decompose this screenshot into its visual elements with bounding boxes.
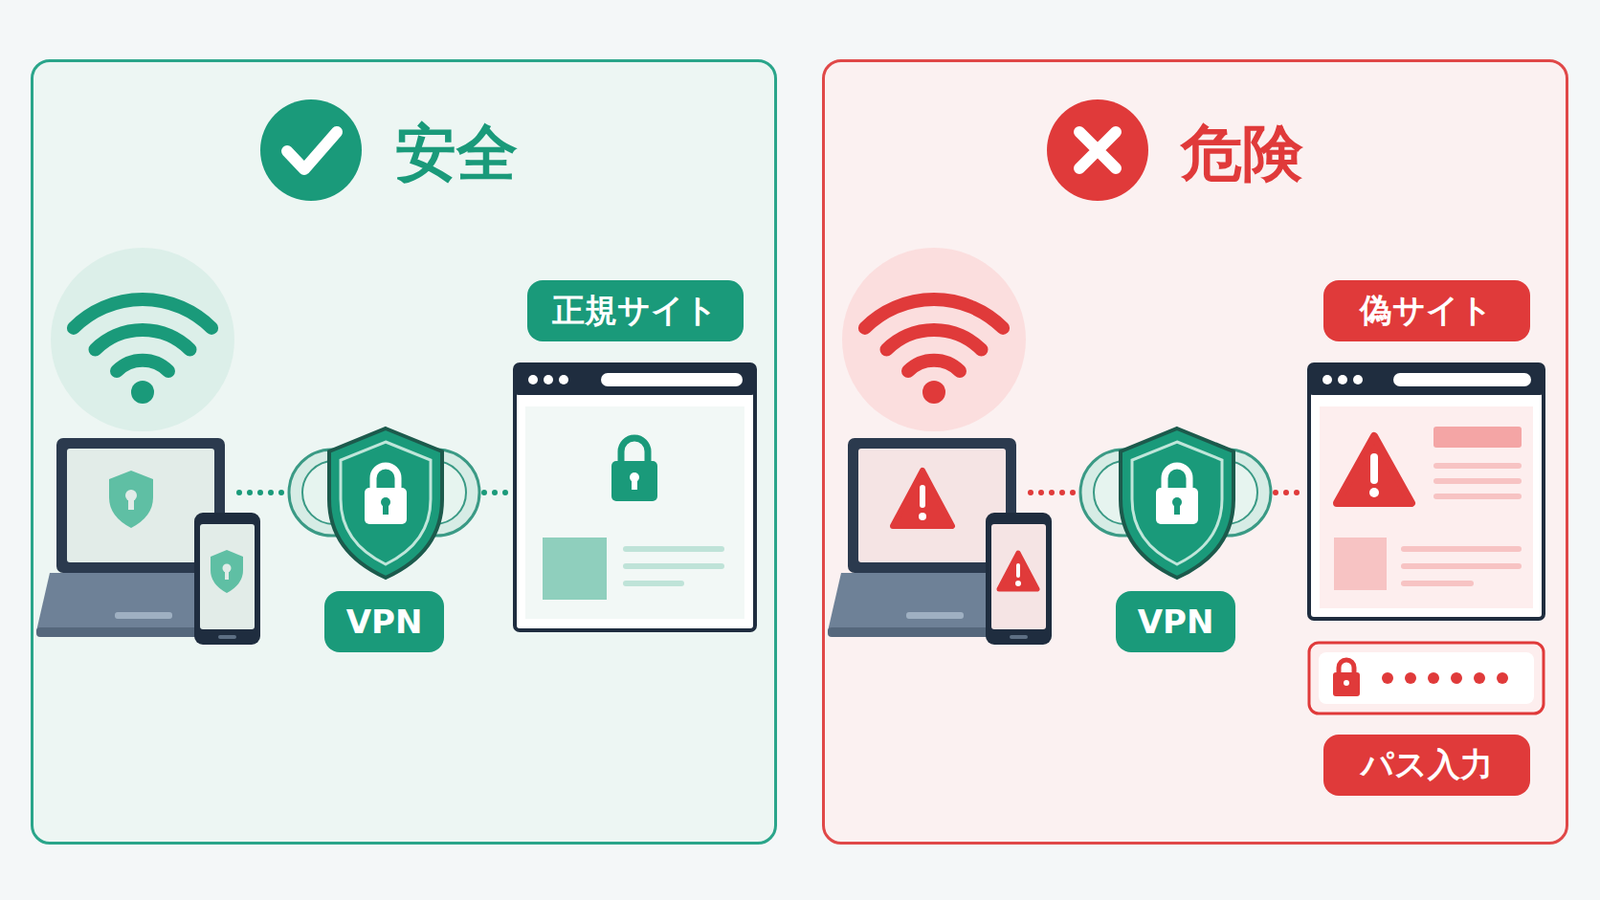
panel-title: 危険 <box>1180 122 1304 184</box>
label-badge: パス入力 <box>1323 734 1531 797</box>
dotted-connector <box>484 489 511 496</box>
safe-illustration <box>36 99 756 645</box>
label-badge: VPN <box>1115 591 1236 653</box>
site-group: 偽サイト <box>1309 280 1544 620</box>
labeled-group: VPN <box>1080 428 1271 653</box>
region-panel: 安全 VPN 正規サイト <box>30 59 778 845</box>
danger-illustration <box>827 99 1544 714</box>
site-group: 正規サイト <box>514 280 756 631</box>
label-badge: 正規サイト <box>527 280 744 342</box>
label-badge: VPN <box>324 591 445 653</box>
region-panel: 危険 VPN 偽サイトパス入力 <box>822 59 1569 845</box>
labeled-group: VPN <box>288 428 480 653</box>
dotted-connector <box>1275 489 1305 496</box>
label-badge: 偽サイト <box>1323 280 1531 342</box>
labeled-group: パス入力 <box>1309 643 1544 797</box>
panel-title: 安全 <box>395 122 518 184</box>
